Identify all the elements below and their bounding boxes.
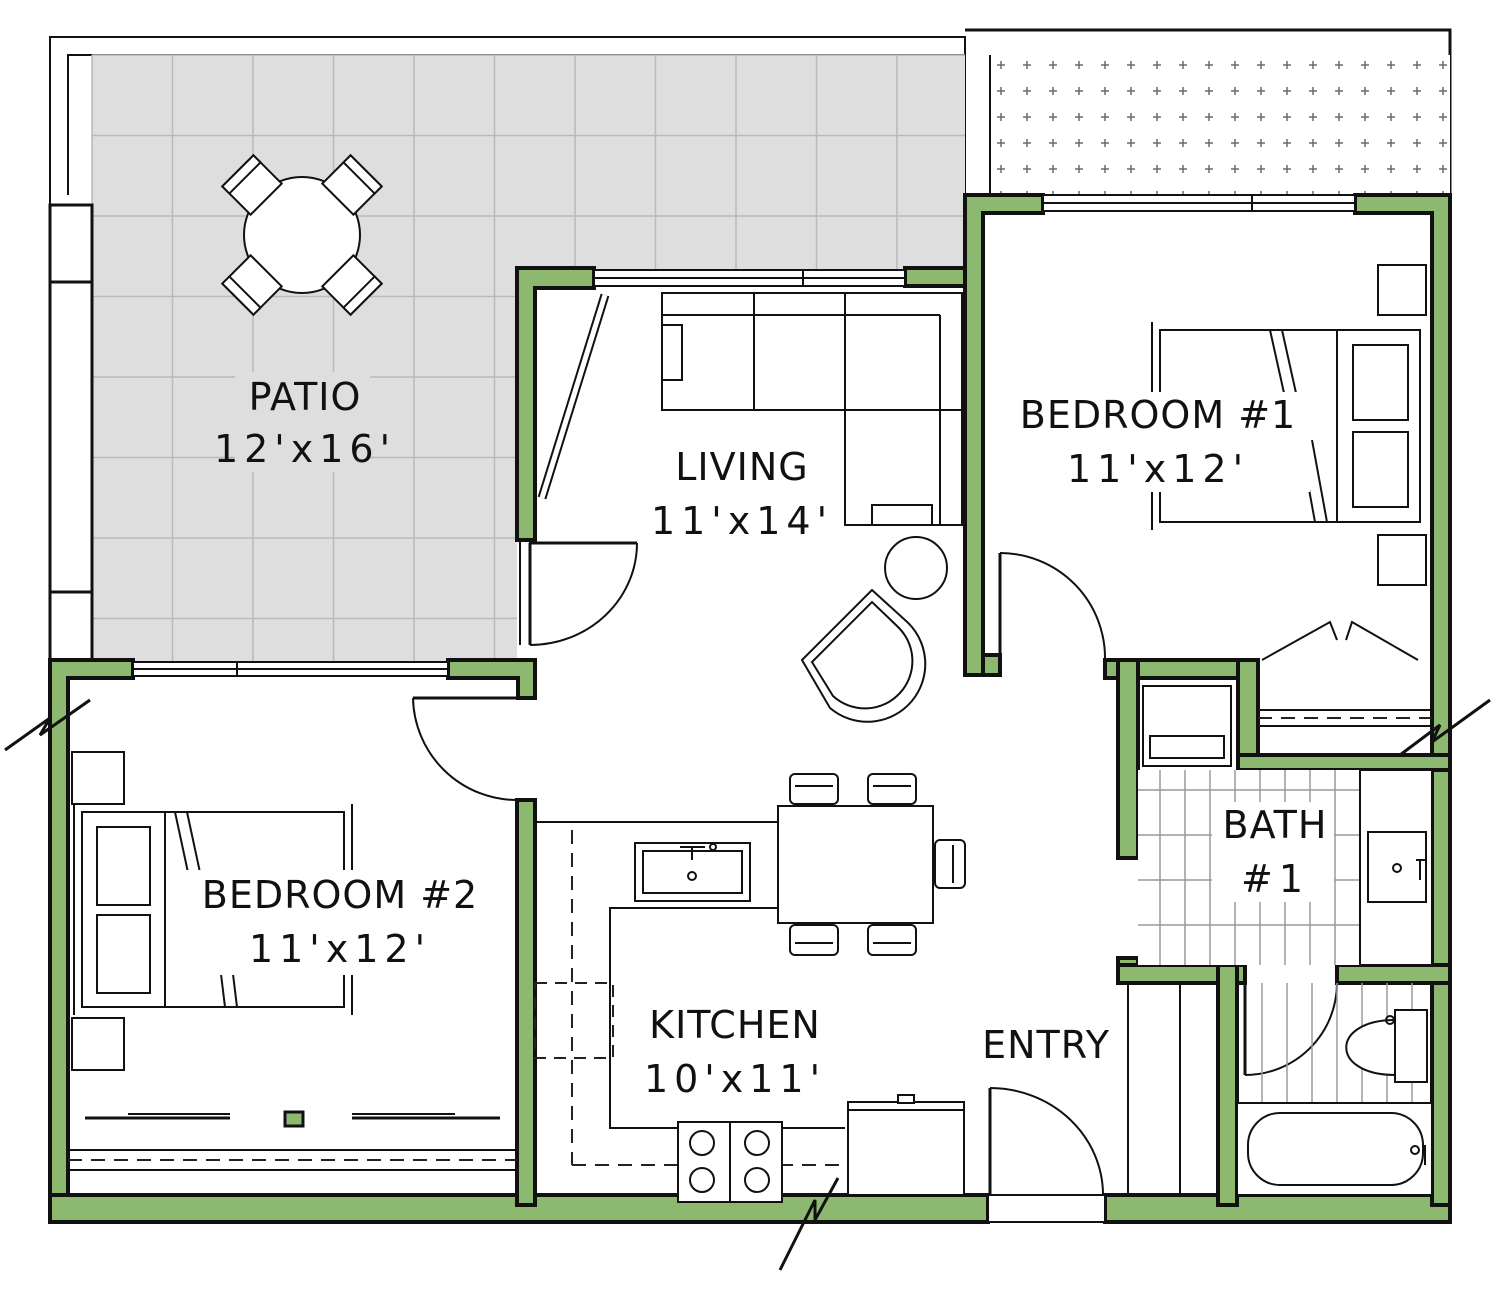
kitchen-fixtures: KITCHEN 10'x11'	[534, 773, 966, 1203]
toilet	[1345, 1009, 1428, 1083]
bath-fixtures: BATH #1	[1138, 685, 1433, 1196]
bathtub	[1236, 1102, 1433, 1196]
refrigerator	[847, 1101, 965, 1196]
entry-label: ENTRY	[982, 1023, 1110, 1067]
patio-table-set	[220, 153, 384, 317]
living-label: LIVING	[675, 445, 808, 489]
entry-area: ENTRY	[975, 983, 1181, 1195]
living-furniture: LIVING 11'x14'	[651, 292, 963, 723]
bedroom2-size: 11'x12'	[249, 927, 431, 971]
bedroom2-furniture: BEDROOM #2 11'x12'	[68, 751, 517, 1171]
windows	[132, 194, 1356, 677]
kitchen-label: KITCHEN	[649, 1003, 821, 1047]
dining-chairs	[789, 773, 966, 956]
dining-table	[777, 805, 934, 924]
stove	[677, 1121, 783, 1203]
bedroom1-size: 11'x12'	[1067, 447, 1249, 491]
planter-area	[965, 28, 1452, 195]
bath-number: #1	[1241, 857, 1309, 901]
patio-area: PATIO 12'x16'	[48, 36, 966, 667]
kitchen-size: 10'x11'	[644, 1057, 826, 1101]
patio-size: 12'x16'	[214, 427, 396, 471]
break-lines	[4, 698, 1491, 1271]
bedroom1-label: BEDROOM #1	[1020, 393, 1296, 437]
bedroom1-furniture: BEDROOM #1 11'x12'	[1010, 264, 1432, 727]
bedroom2-label: BEDROOM #2	[202, 873, 478, 917]
patio-label: PATIO	[249, 375, 362, 419]
bath-label: BATH	[1223, 803, 1328, 847]
patio-floor	[92, 55, 517, 665]
living-size: 11'x14'	[651, 499, 833, 543]
